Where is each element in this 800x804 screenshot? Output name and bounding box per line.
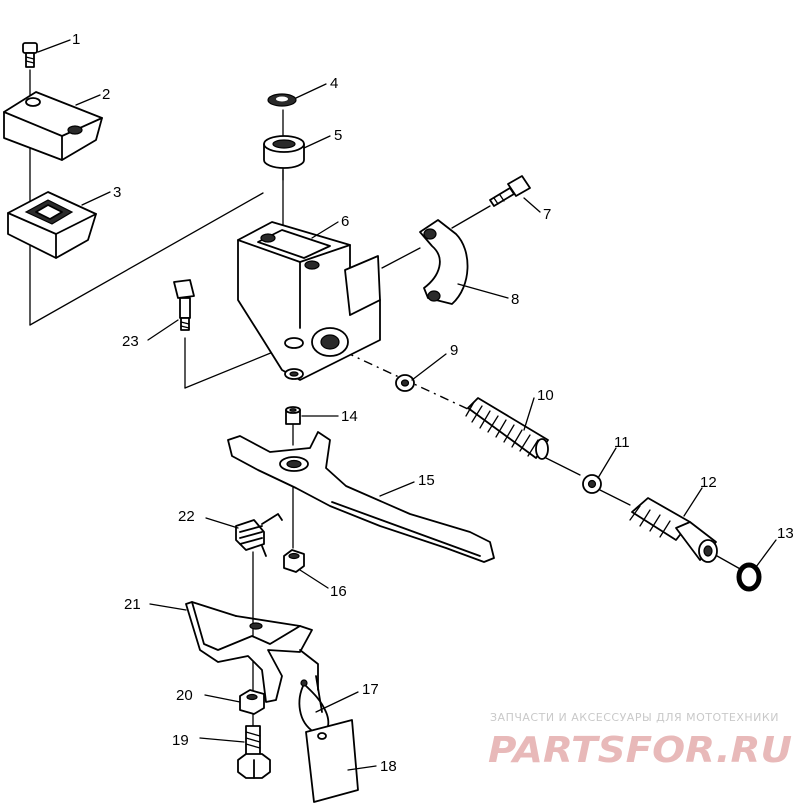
callout-23: 23 — [122, 333, 139, 350]
watermark-logo: PARTSFOR.RU — [488, 730, 792, 771]
part-9-washer — [395, 374, 415, 392]
part-5-bushing — [263, 135, 305, 169]
callout-20: 20 — [176, 687, 193, 704]
part-2-reservoir-cover — [3, 91, 103, 161]
watermark: ЗАПЧАСТИ И АКСЕССУАРЫ ДЛЯ МОТОТЕХНИКИ PA… — [488, 711, 792, 771]
callout-4: 4 — [330, 75, 338, 92]
callout-9: 9 — [450, 342, 458, 359]
callout-2: 2 — [102, 86, 110, 103]
callout-8: 8 — [511, 291, 519, 308]
part-13-o-ring — [736, 562, 762, 592]
part-19-bolt — [237, 725, 271, 779]
callout-21: 21 — [124, 596, 141, 613]
callout-7: 7 — [543, 206, 551, 223]
part-15-brake-lever — [227, 431, 495, 563]
part-18-tag — [305, 719, 359, 803]
callout-1: 1 — [72, 31, 80, 48]
callout-13: 13 — [777, 525, 794, 542]
callout-22: 22 — [178, 508, 195, 525]
assembly-lines — [29, 69, 743, 729]
part-21-bracket — [185, 601, 319, 703]
callout-18: 18 — [380, 758, 397, 775]
part-14-sleeve — [285, 406, 301, 425]
part-1-screw — [22, 42, 38, 68]
part-20-nut — [239, 689, 265, 715]
part-6-master-cylinder — [237, 221, 381, 381]
part-3-diaphragm — [7, 191, 97, 259]
callout-14: 14 — [341, 408, 358, 425]
callout-10: 10 — [537, 387, 554, 404]
callout-6: 6 — [341, 213, 349, 230]
callout-15: 15 — [418, 472, 435, 489]
part-10-spring-boot — [465, 397, 549, 460]
part-11-washer — [582, 474, 602, 494]
part-16-nut — [283, 549, 305, 573]
part-22-spring — [235, 513, 283, 557]
leader-lines — [37, 39, 777, 771]
callout-19: 19 — [172, 732, 189, 749]
part-8-clamp — [419, 219, 469, 305]
part-23-shoulder-bolt — [173, 279, 195, 331]
callout-12: 12 — [700, 474, 717, 491]
part-17-wire — [298, 675, 330, 735]
part-7-bolt — [489, 175, 531, 207]
part-12-piston — [629, 497, 718, 563]
callout-16: 16 — [330, 583, 347, 600]
callout-11: 11 — [614, 434, 630, 451]
part-4-washer — [267, 93, 297, 107]
callout-5: 5 — [334, 127, 342, 144]
callout-numbers: 1 2 3 4 5 6 7 8 9 10 11 12 13 14 15 16 1… — [72, 31, 794, 775]
watermark-tagline: ЗАПЧАСТИ И АКСЕССУАРЫ ДЛЯ МОТОТЕХНИКИ — [490, 711, 779, 724]
callout-3: 3 — [113, 184, 121, 201]
callout-17: 17 — [362, 681, 379, 698]
